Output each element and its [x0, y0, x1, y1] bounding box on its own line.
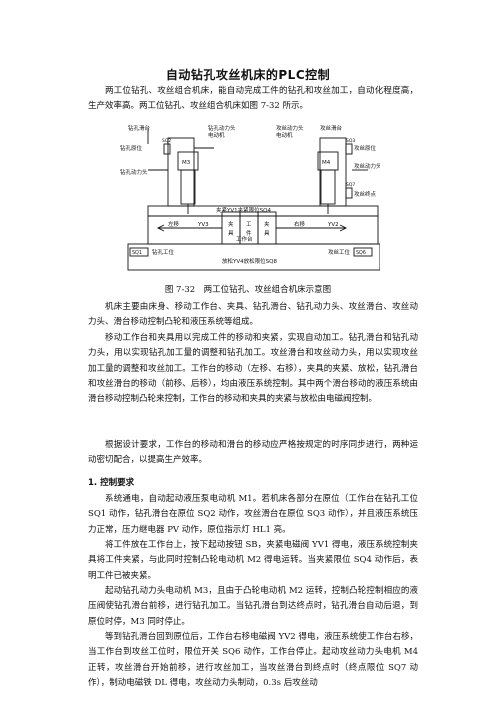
label-move-right: 右移	[294, 220, 306, 228]
label-release-valve: 放松YV4放松限位SQ8	[222, 257, 277, 265]
label-tap-motor-line2: 电动机	[276, 131, 293, 139]
label-workpiece-line2: 件	[246, 229, 252, 237]
paragraph-function: 移动工作台和夹具用以完成工件的移动和夹紧，实现自动加工。钻孔滑台和钻孔动力头，用…	[88, 333, 418, 405]
label-drill-motor-line2: 电动机	[208, 131, 225, 139]
label-fixture-left-line2: 具	[228, 230, 234, 237]
paragraph-tapping: 等到钻孔滑台回到原位后，工作台右移电磁阀 YV2 得电，液压系统使工作台右移，当…	[88, 632, 418, 688]
label-yv2: YV2	[327, 222, 339, 228]
label-drill-head: 钻孔动力头	[120, 168, 148, 176]
worktable-frame	[147, 215, 379, 245]
paragraph-drilling: 起动钻孔动力头电动机 M3，且由于凸轮电动机 M2 运转，控制凸轮控制相应的液压…	[88, 586, 418, 627]
label-yv3: YV3	[197, 222, 209, 228]
paragraph-composition: 机床主要由床身、移动工作台、夹具、钻孔滑台、钻孔动力头、攻丝滑台、攻丝动力头、滑…	[88, 302, 418, 328]
label-drill-station: 钻孔工位	[152, 248, 175, 256]
label-sq7: SQ7	[346, 182, 355, 188]
tap-end-switch	[345, 187, 353, 199]
paragraph-startup: 系统通电，自动起动液压泵电动机 M1。若机床各部分在原位（工作台在钻孔工位 SQ…	[88, 494, 418, 535]
label-m3: M3	[182, 160, 191, 166]
label-workpiece-line1: 工	[246, 221, 252, 228]
figure-caption: 图 7-32 两工位钻孔、攻丝组合机床示意图	[164, 285, 332, 295]
label-sq1-bottom: SQ1	[132, 250, 142, 256]
label-m4: M4	[322, 160, 331, 166]
paragraph-design: 根据设计要求，工作台的移动和滑台的移动应严格按规定的时序同步进行，两种运动密切配…	[88, 440, 418, 466]
label-sq3: SQ3	[346, 138, 355, 144]
label-fixture-left-line1: 夹	[228, 220, 234, 228]
machine-bed	[127, 243, 380, 271]
label-tap-motor: 攻丝动力头 电动机	[276, 124, 305, 139]
move-left-arrowhead	[156, 224, 165, 232]
label-tap-slide: 攻丝滑台	[320, 124, 343, 132]
label-drill-motor: 钻孔动力头 电动机	[208, 124, 237, 139]
label-tap-home: 攻丝原位	[354, 144, 377, 152]
fixture-right-box	[257, 211, 277, 245]
tap-slide-body	[319, 137, 347, 207]
label-move-left: 左移	[168, 220, 180, 228]
label-tap-head: 攻丝动力头	[354, 162, 380, 170]
label-tap-end: 攻丝终点	[354, 190, 377, 198]
machine-diagram: 钻孔滑台 钻孔动力头 电动机 攻丝动力头 电动机 攻丝滑台 钻孔原位 钻孔动力头…	[120, 124, 380, 271]
label-clamp-valve: 夹紧YV1夹紧限位SQ4	[216, 206, 271, 214]
page-title: 自动钻孔攻丝机床的PLC控制	[165, 68, 331, 82]
label-fixture-right-line2: 具	[264, 230, 270, 237]
label-fixture-right-line1: 夹	[264, 220, 270, 228]
label-worktable: 工作台	[236, 235, 253, 243]
label-fixture-left: 夹 具	[228, 220, 235, 237]
label-workpiece: 工 件	[246, 221, 253, 237]
label-sq6: SQ6	[356, 250, 366, 256]
tap-home-switch	[345, 143, 353, 155]
label-drill-slide: 钻孔滑台	[128, 124, 151, 132]
drill-home-switch	[163, 143, 171, 155]
drill-head-body	[180, 169, 196, 205]
label-tap-station: 攻丝工位	[328, 248, 351, 256]
label-drill-home: 钻孔原位	[120, 144, 143, 152]
label-sq2: SQ2	[162, 138, 171, 144]
label-drill-motor-line1: 钻孔动力头	[208, 124, 236, 132]
label-fixture-right: 夹 具	[264, 220, 271, 237]
drill-station-switch	[129, 247, 149, 257]
intro-paragraph: 两工位钻孔、攻丝组合机床，能自动完成工件的钻孔和攻丝加工，自动化程度高，生产效率…	[88, 86, 418, 112]
tap-head-body	[320, 169, 336, 205]
paragraph-clamp: 将工件放在工作台上，按下起动按钮 SB，夹紧电磁阀 YV1 得电，液压系统控制夹…	[88, 540, 418, 581]
label-tap-motor-line1: 攻丝动力头	[276, 124, 304, 132]
section-heading-control: 1. 控制要求	[88, 478, 135, 488]
move-right-arrowhead	[339, 224, 348, 232]
tap-station-switch	[353, 247, 373, 257]
